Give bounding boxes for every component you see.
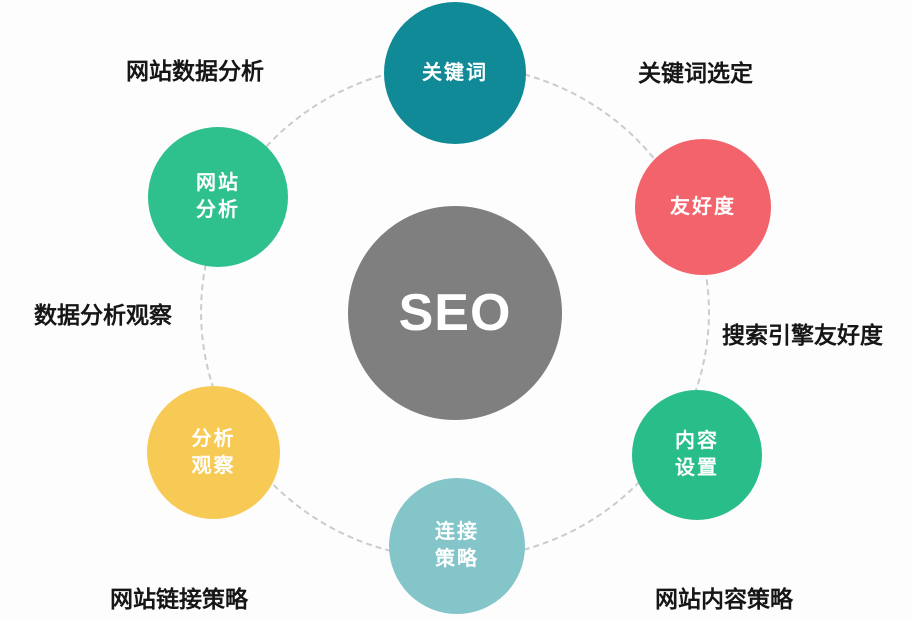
label-site-data-analysis: 网站数据分析 <box>126 58 264 84</box>
center-node-label: SEO <box>398 283 512 342</box>
node-analysis-observation: 分析 观察 <box>147 386 280 519</box>
node-site-analysis-label-line2: 分析 <box>196 199 240 221</box>
node-keywords: 关键词 <box>384 2 526 144</box>
node-keywords-label: 关键词 <box>422 61 488 84</box>
label-keyword-selection: 关键词选定 <box>638 60 753 86</box>
node-analysis-observation-label-line2: 观察 <box>191 454 236 477</box>
node-site-analysis: 网站 分析 <box>148 127 288 267</box>
node-content-setting: 内容 设置 <box>632 390 762 520</box>
node-friendliness: 友好度 <box>635 139 771 275</box>
node-friendliness-label: 友好度 <box>670 195 736 218</box>
node-link-strategy-label-line2: 策略 <box>435 548 479 570</box>
label-site-content-strategy: 网站内容策略 <box>655 586 793 612</box>
node-content-setting-label-line1: 内容 <box>675 430 719 452</box>
label-search-engine-friendliness: 搜索引擎友好度 <box>722 322 883 348</box>
node-analysis-observation-label-line1: 分析 <box>191 427 236 450</box>
node-content-setting-label-line2: 设置 <box>675 457 719 479</box>
label-site-link-strategy: 网站链接策略 <box>110 586 248 612</box>
center-node-seo: SEO <box>348 206 562 420</box>
node-link-strategy-label-line1: 连接 <box>435 521 479 543</box>
node-link-strategy: 连接 策略 <box>389 478 525 614</box>
label-data-analysis-observation: 数据分析观察 <box>34 302 172 328</box>
node-site-analysis-label-line1: 网站 <box>196 172 240 194</box>
